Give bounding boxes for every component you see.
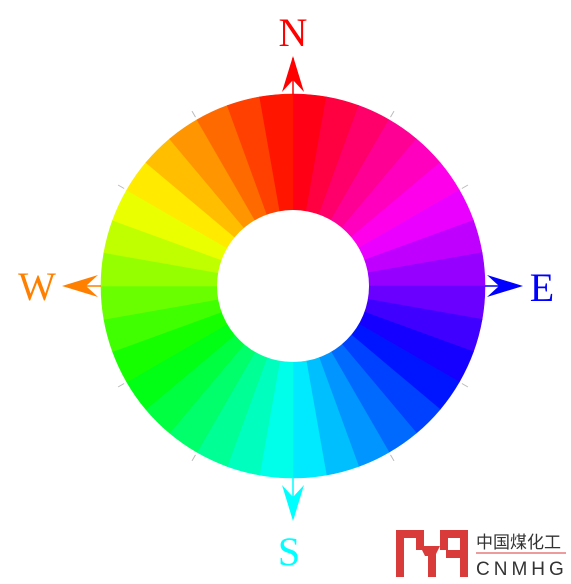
tick-mark <box>461 383 469 388</box>
tick-mark <box>117 383 125 388</box>
logo-english-text: CNMHG <box>476 559 568 580</box>
west-arrow <box>62 275 101 297</box>
tick-mark <box>390 454 395 462</box>
tick-marks <box>117 110 469 462</box>
tick-mark <box>390 110 395 118</box>
east-label: E <box>530 265 554 310</box>
tick-mark <box>461 184 469 189</box>
logo-mark-icon <box>396 530 468 577</box>
south-arrow <box>282 477 304 521</box>
logo-chinese-text: 中国煤化工 <box>476 533 561 553</box>
south-label: S <box>278 529 300 574</box>
east-arrow <box>485 275 523 297</box>
tick-mark <box>191 110 196 118</box>
tick-mark <box>191 454 196 462</box>
tick-mark <box>117 184 125 189</box>
center-hole <box>217 210 369 362</box>
cnmhg-logo: 中国煤化工 CNMHG <box>396 530 568 580</box>
west-label: W <box>18 264 56 309</box>
north-arrow <box>282 56 304 95</box>
north-label: N <box>279 10 308 55</box>
